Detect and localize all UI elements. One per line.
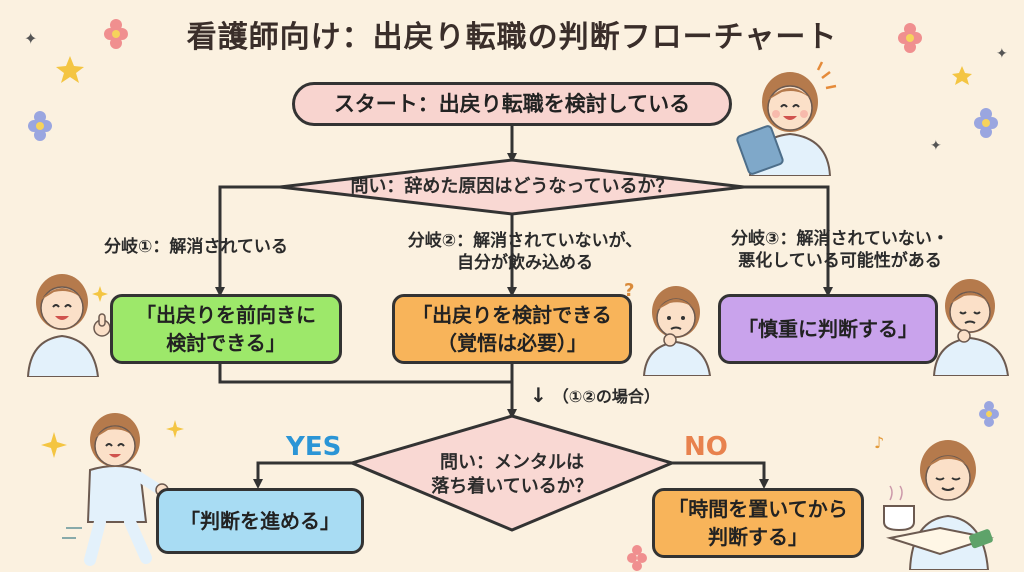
branch3-label-line1: 分岐③：解消されていない・ bbox=[731, 229, 949, 249]
no-result-line2: 判断する」 bbox=[708, 525, 808, 549]
nurse-worried-illustration bbox=[932, 279, 1010, 376]
question-mark-icon: ? bbox=[624, 280, 634, 301]
branch2-label-line2: 自分が飲み込める bbox=[457, 253, 593, 273]
sparkle-icon bbox=[92, 286, 108, 302]
branch2-label-line1: 分岐②：解消されていないが、 bbox=[407, 231, 643, 251]
merge-label: ↓ （①②の場合） bbox=[530, 384, 660, 408]
nurse-thinking-illustration bbox=[642, 286, 712, 376]
question2-diamond bbox=[347, 414, 677, 532]
flower-icon bbox=[979, 401, 999, 427]
question1-text: 問い：辞めた原因はどうなっているか？ bbox=[350, 176, 674, 197]
result2-box: 「出戻りを検討できる （覚悟は必要）」 bbox=[392, 294, 632, 364]
nurse-relaxing-illustration bbox=[883, 440, 994, 570]
branch1-label: 分岐①：解消されている bbox=[104, 237, 288, 257]
music-note-icon: ♪ bbox=[874, 433, 884, 452]
question1-diamond bbox=[279, 158, 745, 216]
question2-line2: 落ち着いているか？ bbox=[431, 476, 593, 497]
no-label: NO bbox=[684, 432, 728, 462]
result1-line1: 「出戻りを前向きに bbox=[136, 303, 316, 327]
branch2-label: 分岐②：解消されていないが、 自分が飲み込める bbox=[380, 230, 670, 274]
result1-line2: 検討できる」 bbox=[166, 331, 286, 355]
star-icon bbox=[952, 66, 972, 85]
nurse-walking-illustration bbox=[62, 413, 169, 566]
sparkle-icon: ✦ bbox=[930, 138, 942, 154]
merge-label-text: （①②の場合） bbox=[552, 387, 660, 406]
arrow-down-icon: ↓ bbox=[530, 383, 547, 407]
flower-icon bbox=[974, 108, 998, 138]
flower-icon bbox=[627, 545, 647, 571]
branch3-label-line2: 悪化している可能性がある bbox=[738, 251, 942, 271]
result2-line1: 「出戻りを検討できる bbox=[412, 303, 612, 327]
page-title: 看護師向け：出戻り転職の判断フローチャート bbox=[186, 20, 838, 55]
start-node: スタート：出戻り転職を検討している bbox=[292, 82, 732, 126]
yes-result-box: 「判断を進める」 bbox=[156, 488, 364, 554]
nurse-thumbs-up-illustration bbox=[26, 274, 111, 377]
question2-text: 問い：メンタルは 落ち着いているか？ bbox=[380, 451, 644, 499]
star-icon bbox=[56, 56, 84, 83]
result2-line2: （覚悟は必要）」 bbox=[437, 331, 587, 355]
question2-line1: 問い：メンタルは bbox=[440, 452, 584, 473]
tea-cup-icon bbox=[883, 505, 915, 532]
flower-icon bbox=[28, 111, 52, 141]
no-result-box: 「時間を置いてから 判断する」 bbox=[652, 488, 864, 558]
flower-icon bbox=[898, 23, 922, 53]
sparkle-icon: ✦ bbox=[24, 29, 37, 48]
yes-label: YES bbox=[286, 432, 342, 462]
result3-box: 「慎重に判断する」 bbox=[718, 294, 938, 364]
sparkle-icon: ✦ bbox=[996, 46, 1008, 62]
nurse-clipboard-illustration bbox=[736, 61, 837, 176]
result1-box: 「出戻りを前向きに 検討できる」 bbox=[110, 294, 342, 364]
phone-icon bbox=[969, 529, 993, 549]
sparkle-icon bbox=[41, 432, 67, 458]
flower-icon bbox=[104, 19, 128, 49]
no-result-line1: 「時間を置いてから bbox=[668, 497, 848, 521]
branch3-label: 分岐③：解消されていない・ 悪化している可能性がある bbox=[690, 228, 990, 272]
sparkle-icon bbox=[166, 420, 184, 438]
